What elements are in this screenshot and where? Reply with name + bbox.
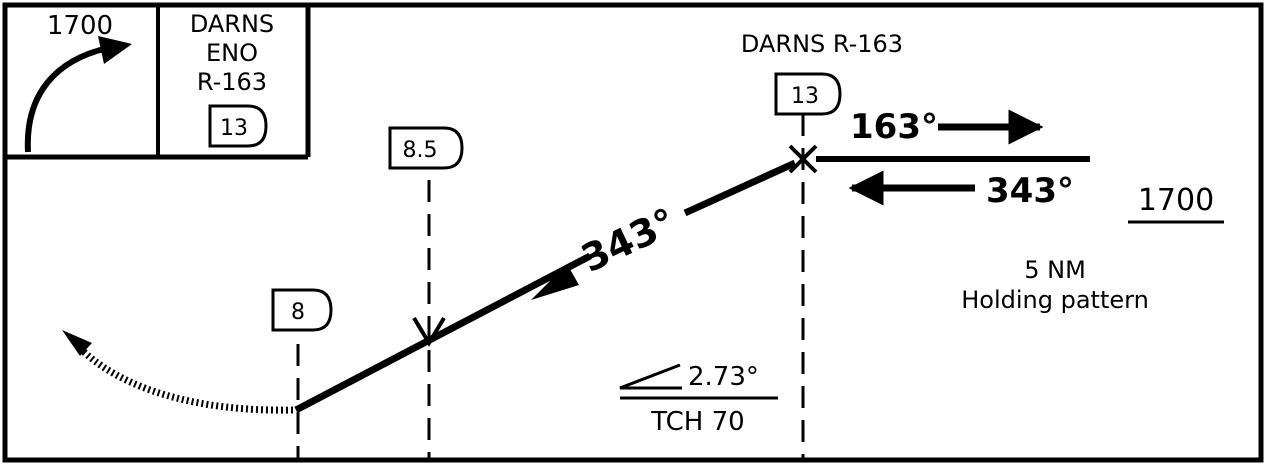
- missed-approach-path: [62, 330, 294, 414]
- glideslope-info: 2.73° TCH 70: [619, 362, 778, 437]
- holding-description: Holding pattern: [961, 286, 1149, 314]
- fix-box-distance: 13: [220, 116, 248, 141]
- step-fix-8-box: [271, 288, 333, 332]
- darns-dme-box: [774, 72, 842, 116]
- holding-altitude: 1700: [1138, 183, 1214, 218]
- approach-direction-arrow-icon: [531, 264, 579, 300]
- step-fix-8-5-distance: 8.5: [403, 138, 438, 163]
- final-approach-course: 343°: [575, 200, 683, 281]
- step-fix-8-5: 8.5: [388, 126, 464, 460]
- missed-approach-arrow-icon: [62, 330, 92, 356]
- step-fix-8-5-box: [388, 126, 464, 170]
- holding-length: 5 NM: [1024, 256, 1086, 284]
- holding-outbound-course: 163°: [850, 107, 938, 147]
- climbing-turn-arrow-icon: [24, 45, 109, 153]
- fix-box-line-1: DARNS: [190, 10, 274, 38]
- glideslope-tch: TCH 70: [650, 407, 744, 437]
- fix-box-line-3: R-163: [197, 68, 267, 96]
- darns-fix-distance: 13: [791, 84, 819, 109]
- darns-fix-label: DARNS R-163: [741, 30, 903, 58]
- step-fix-8-distance: 8: [291, 300, 305, 325]
- missed-approach-altitude: 1700: [47, 11, 113, 41]
- holding-pattern: 163° 343° 1700 5 NM Holding pattern: [816, 107, 1224, 314]
- glide-angle-icon: [619, 363, 682, 390]
- step-fix-v-marker-icon: [412, 316, 446, 347]
- fix-box: DARNS ENO R-163 13: [190, 10, 274, 148]
- fix-box-line-2: ENO: [206, 39, 258, 67]
- step-fix-8: 8: [271, 288, 333, 460]
- fix-cross-icon: [788, 144, 818, 174]
- missed-approach-box: 1700: [5, 5, 311, 160]
- glideslope-angle: 2.73°: [688, 362, 759, 392]
- dme-distance-box: [208, 104, 268, 148]
- holding-inbound-course: 343°: [986, 171, 1074, 211]
- darns-fix: DARNS R-163 13: [741, 30, 903, 460]
